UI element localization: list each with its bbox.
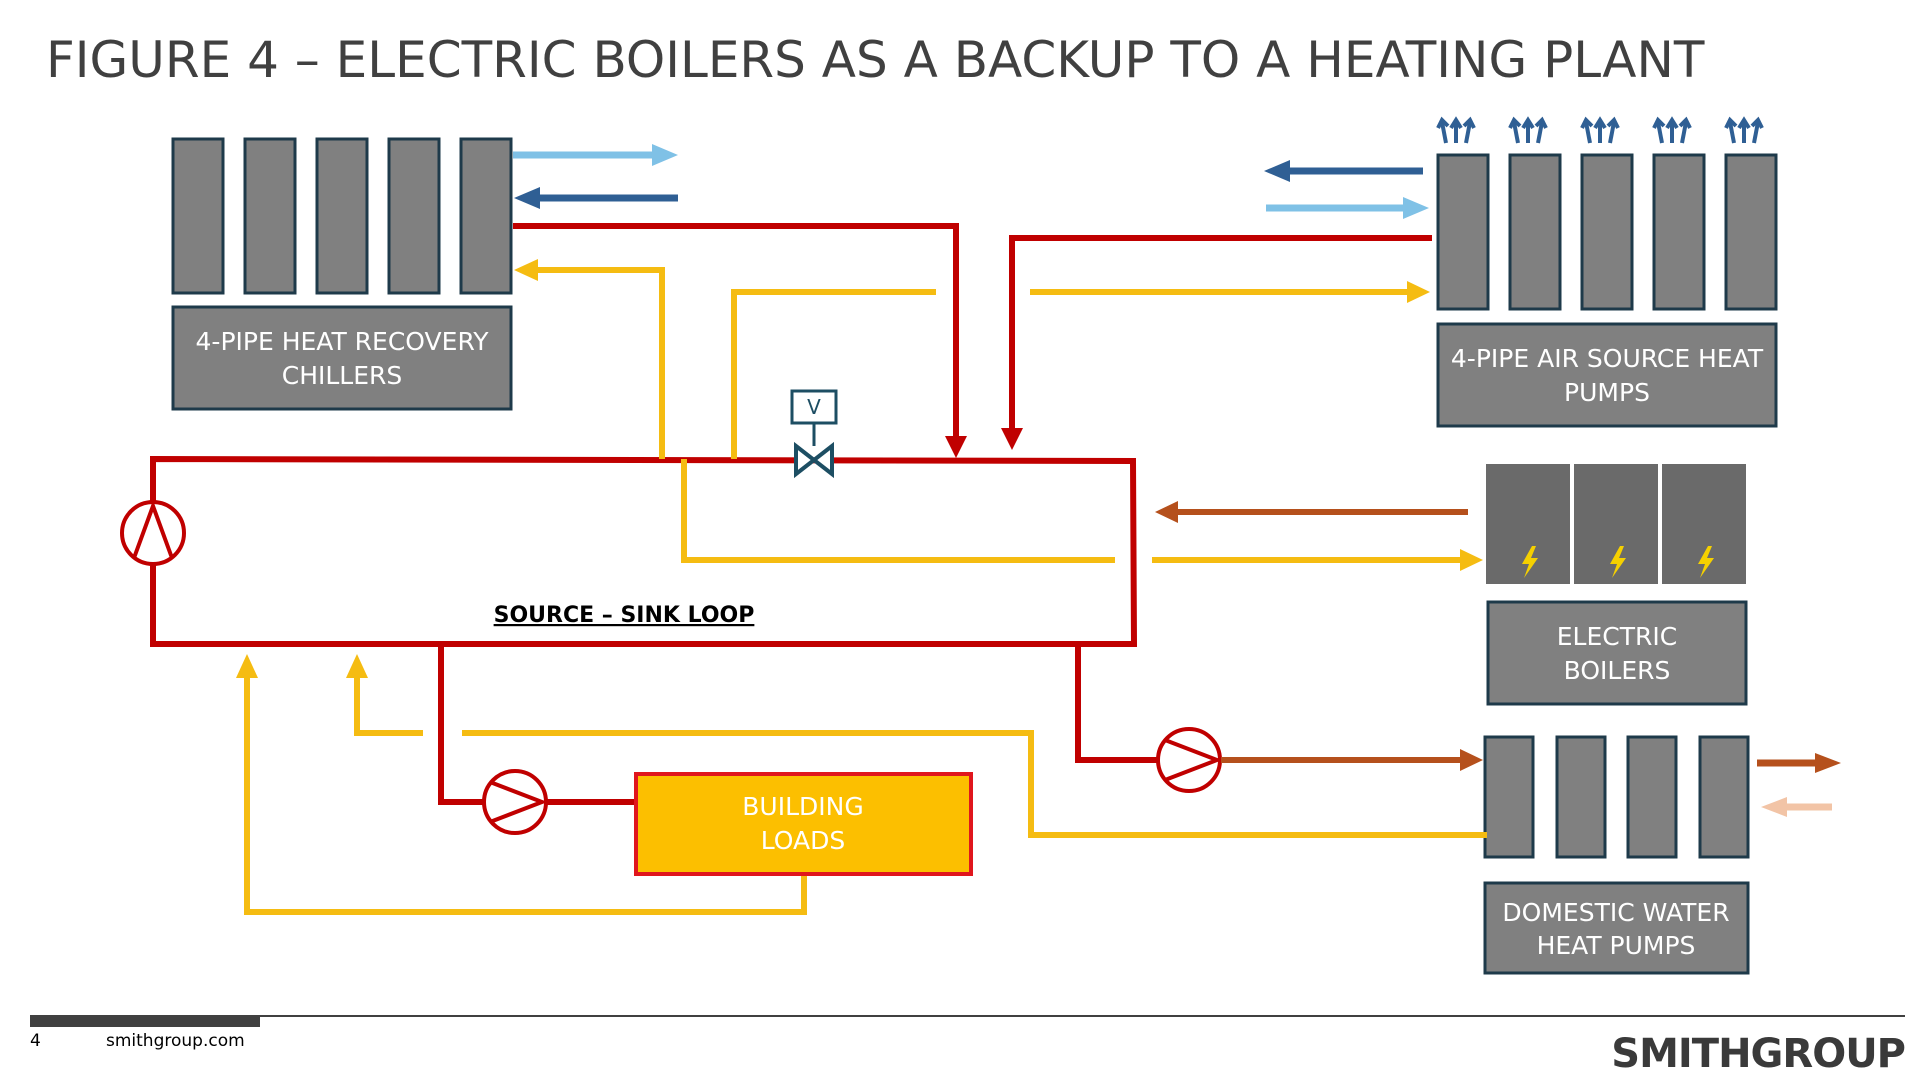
dwhp-module-1 [1483,735,1535,859]
boilers-warm-pipe-a [681,459,1115,563]
boilers-label-box [1486,600,1748,706]
arrow-head [514,187,540,209]
ashp-module-3 [1580,153,1634,311]
arrow-head [236,654,258,678]
arrow-head [1761,797,1787,817]
pump-icon [482,769,548,835]
arrow-head [1815,753,1841,773]
building-loads-label-line-1: BUILDING [742,792,863,821]
electric-boilers: ELECTRIC BOILERS [1486,464,1748,706]
ashp-hot-supply-pipe [1009,235,1432,430]
pump-icon [120,500,186,566]
chiller-module-5 [459,137,513,295]
heat-recovery-chillers: 4-PIPE HEAT RECOVERY CHILLERS [171,137,513,411]
building-warm-return-pipe [244,676,807,915]
chilled-water-arrows-ashp [1264,160,1429,219]
domestic-water-arrows [1757,753,1841,817]
chillers-label-box [171,305,513,411]
dwhp-warm-return-pipe [462,730,1487,838]
pump-icon [1156,727,1223,793]
page-number: 4 [30,1031,41,1051]
arrow-head [1407,281,1430,303]
arrow-head [1264,160,1290,182]
chiller-module-4 [387,137,441,295]
dwhp-label-line-1: DOMESTIC WATER [1502,898,1729,927]
boilers-label-line-2: BOILERS [1564,656,1671,685]
air-source-heat-pumps: 4-PIPE AIR SOURCE HEAT PUMPS [1436,153,1778,428]
valve-icon: V [790,389,838,479]
ashp-label-line-2: PUMPS [1564,378,1650,407]
boiler-module-2 [1574,464,1658,584]
dwhp-module-4 [1698,735,1750,859]
ashp-module-5 [1724,153,1778,311]
ashp-module-2 [1508,153,1562,311]
page-title: FIGURE 4 – ELECTRIC BOILERS AS A BACKUP … [46,31,1705,89]
ashp-warm-pipe-a [731,289,936,459]
chillers-label-line-1: 4-PIPE HEAT RECOVERY [196,327,490,356]
arrow-head [514,259,538,281]
dwhp-module-2 [1555,735,1607,859]
arrow-head [346,654,368,678]
domestic-water-heat-pumps: DOMESTIC WATER HEAT PUMPS [1483,735,1750,975]
arrow-head [1460,749,1483,771]
chillers-label-line-2: CHILLERS [282,361,403,390]
chiller-module-2 [243,137,297,295]
chiller-module-1 [171,137,225,295]
building-loads-box [634,772,973,876]
arrow-head [1155,501,1178,523]
footer-site: smithgroup.com [106,1031,245,1051]
boiler-module-1 [1486,464,1570,584]
boiler-module-3 [1662,464,1746,584]
chilled-water-arrows-chillers [513,144,678,209]
chillers-hot-supply-pipe [513,223,959,438]
boilers-label-line-1: ELECTRIC [1557,622,1677,651]
building-loads-label-line-2: LOADS [761,826,846,855]
arrow-head [1460,549,1483,571]
dwhp-label-box [1483,881,1750,975]
lightning-icon [1698,546,1714,578]
arrow-head [1403,197,1429,219]
ashp-module-4 [1652,153,1706,311]
dwhp-warm-return-pipe-b [354,676,423,736]
loop-label: SOURCE – SINK LOOP [494,603,755,628]
arrow-head [1001,428,1023,450]
ashp-module-1 [1436,153,1490,311]
brand-logo: SMITHGROUP [1611,1031,1905,1077]
dwhp-label-line-2: HEAT PUMPS [1537,931,1696,960]
lightning-icon [1610,546,1626,578]
footer-accent-bar [30,1015,260,1027]
dwhp-module-3 [1626,735,1678,859]
arrow-head [652,144,678,166]
lightning-icon [1522,546,1538,578]
valve-label: V [807,395,821,419]
chiller-module-3 [315,137,369,295]
building-hot-supply-pipe [438,645,483,805]
ashp-label-box [1436,322,1778,428]
ashp-label-line-1: 4-PIPE AIR SOURCE HEAT [1451,344,1764,373]
arrow-head [945,436,967,458]
heat-rise-arrows-icon [1436,116,1764,144]
chillers-warm-return-pipe [536,267,665,459]
dwhp-hot-supply-pipe [1075,645,1158,763]
